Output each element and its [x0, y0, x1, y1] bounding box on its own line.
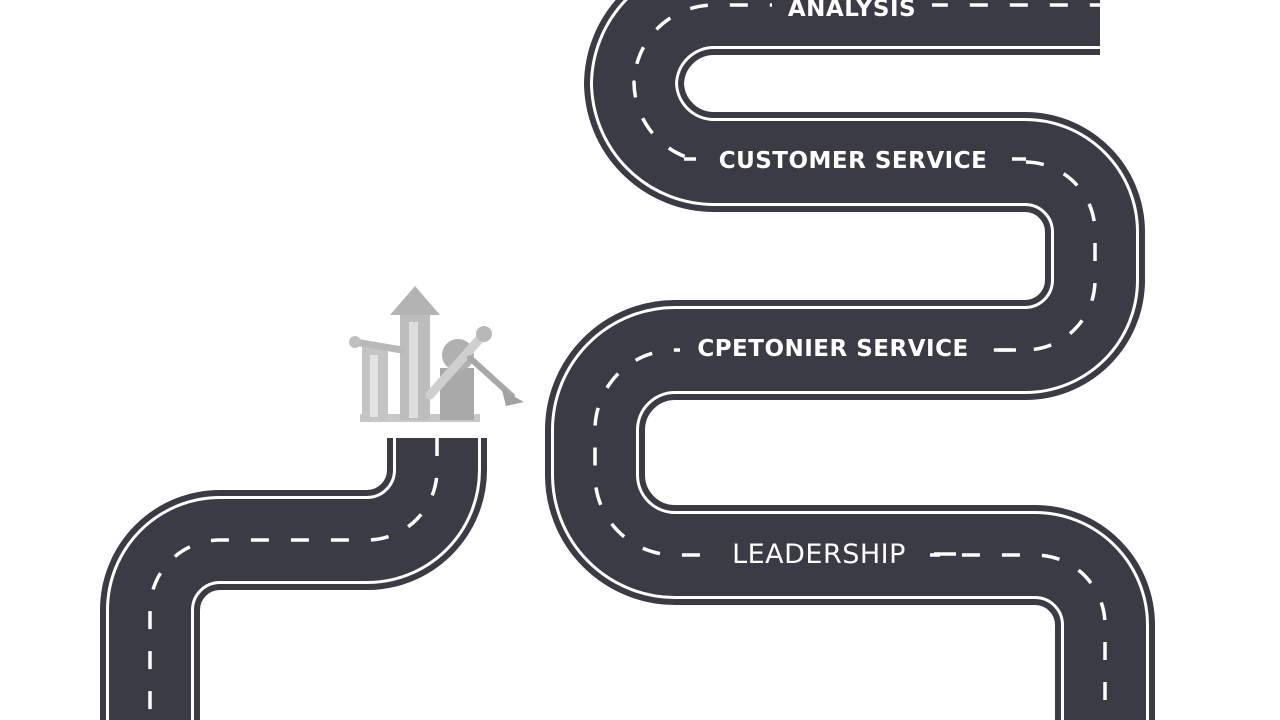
- label-backing-analysis: [772, 0, 932, 20]
- milestone-label-leadership: LEADERSHIP: [732, 539, 906, 570]
- growth-chart-arrow-icon: [349, 286, 524, 422]
- label-backing-cpetonier-service: [680, 332, 988, 368]
- milestone-labels: ANALYSIS CUSTOMER SERVICE CPETONIER SERV…: [684, 0, 1026, 570]
- milestone-label-analysis: ANALYSIS: [788, 0, 916, 22]
- label-backings: [680, 0, 1006, 574]
- label-backing-customer-service: [700, 144, 1006, 180]
- milestone-label-cpetonier-service: CPETONIER SERVICE: [697, 336, 968, 362]
- milestone-label-customer-service: CUSTOMER SERVICE: [719, 148, 988, 174]
- label-backing-leadership: [708, 536, 930, 574]
